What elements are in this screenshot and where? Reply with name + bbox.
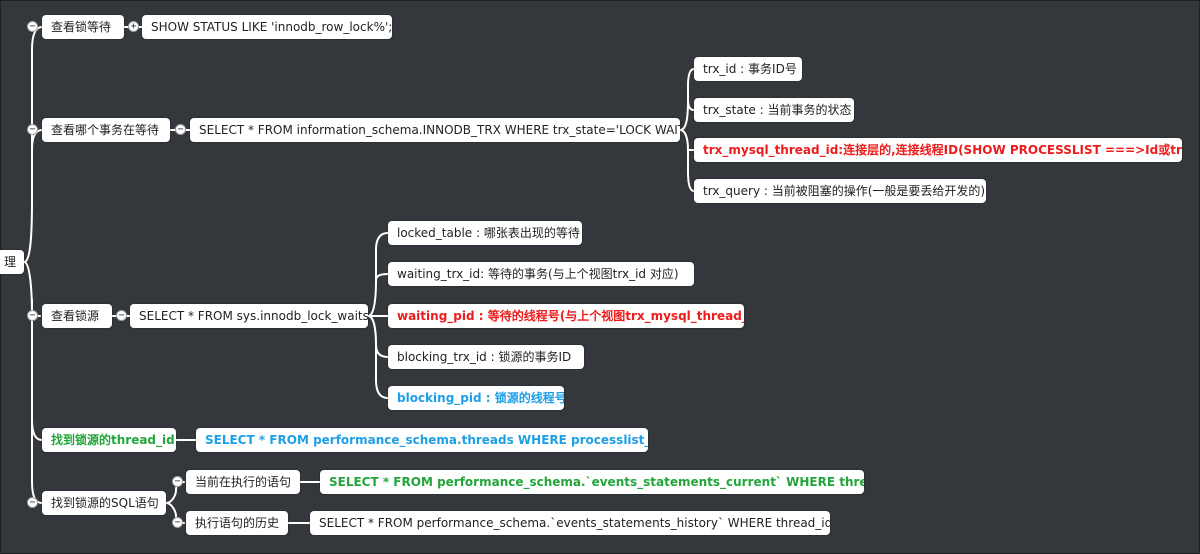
sql-statement-history[interactable]: 执行语句的历史 xyxy=(186,511,288,535)
collapse-trx-wait-command-toggle[interactable]: − xyxy=(175,124,186,135)
thread-id-command-text: SELECT * FROM performance_schema.threads… xyxy=(205,433,648,447)
lock-source-command-text: SELECT * FROM sys.innodb_lock_waits; xyxy=(139,309,368,323)
trx-field-trx-query-text: trx_query : 当前被阻塞的操作(一般是要丢给开发的) xyxy=(703,184,986,198)
sql-statement-history-label: 执行语句的历史 xyxy=(195,516,280,530)
src-field-blocking-pid[interactable]: blocking_pid : 锁源的线程号 xyxy=(388,386,564,410)
src-field-blocking-trx-id-text: blocking_trx_id : 锁源的事务ID xyxy=(397,350,572,364)
sql-current-command-text: SELECT * FROM performance_schema.`events… xyxy=(329,475,864,489)
collapse-sql-current-toggle[interactable]: − xyxy=(172,476,183,487)
sql-history-command-text: SELECT * FROM performance_schema.`events… xyxy=(319,516,830,530)
root-label: 理 xyxy=(4,255,17,269)
src-field-waiting-trx-id-text: waiting_trx_id: 等待的事务(与上个视图trx_id 对应) xyxy=(397,267,679,281)
branch-trx-wait-label: 查看哪个事务在等待 xyxy=(51,123,160,137)
connector-src-field-2 xyxy=(375,273,389,281)
lock-source-command[interactable]: SELECT * FROM sys.innodb_lock_waits; xyxy=(130,304,368,328)
src-field-waiting-pid-text: waiting_pid : 等待的线程号(与上个视图trx_mysql_thre… xyxy=(397,309,744,323)
sql-history-command[interactable]: SELECT * FROM performance_schema.`events… xyxy=(310,511,830,535)
lock-wait-command[interactable]: SHOW STATUS LIKE 'innodb_row_lock%'; xyxy=(142,15,392,39)
branch-sql-label: 找到锁源的SQL语句 xyxy=(51,496,159,510)
trx-field-trx-id-text: trx_id : 事务ID号 xyxy=(703,62,797,76)
connector-trx-field-4 xyxy=(687,149,695,192)
trx-field-trx-state-text: trx_state : 当前事务的状态 xyxy=(703,103,852,117)
src-field-waiting-trx-id[interactable]: waiting_trx_id: 等待的事务(与上个视图trx_id 对应) xyxy=(388,262,694,286)
collapse-trx-wait-toggle[interactable]: − xyxy=(27,124,38,135)
branch-trx-wait[interactable]: 查看哪个事务在等待 xyxy=(42,118,170,142)
collapse-lock-source-command-toggle[interactable]: − xyxy=(116,310,127,321)
branch-thread-id[interactable]: 找到锁源的thread_id xyxy=(42,428,176,452)
collapse-sql-toggle[interactable]: − xyxy=(27,497,38,508)
expand-lock-wait-command-toggle[interactable]: + xyxy=(128,21,139,32)
branch-thread-id-label: 找到锁源的thread_id xyxy=(51,433,175,447)
branch-sql[interactable]: 找到锁源的SQL语句 xyxy=(42,491,166,515)
trx-wait-command-text: SELECT * FROM information_schema.INNODB_… xyxy=(199,123,680,137)
src-field-locked-table[interactable]: locked_table : 哪张表出现的等待 xyxy=(388,221,582,245)
collapse-lock-wait-toggle[interactable]: − xyxy=(27,21,38,32)
src-field-blocking-trx-id[interactable]: blocking_trx_id : 锁源的事务ID xyxy=(388,345,584,369)
connector-trx-field-3 xyxy=(679,129,695,152)
connector-root-trxwait xyxy=(31,129,43,201)
connector-root-threadid xyxy=(31,299,43,441)
lock-wait-command-text: SHOW STATUS LIKE 'innodb_row_lock%'; xyxy=(151,20,392,34)
connector-root-sql xyxy=(31,419,43,504)
branch-lock-wait-label: 查看锁等待 xyxy=(51,20,112,34)
trx-wait-command[interactable]: SELECT * FROM information_schema.INNODB_… xyxy=(190,118,680,142)
src-field-blocking-pid-text: blocking_pid : 锁源的线程号 xyxy=(397,391,564,405)
root-topic[interactable]: 理 xyxy=(0,250,24,274)
connector-src-field-4 xyxy=(367,315,389,358)
trx-field-trx-id[interactable]: trx_id : 事务ID号 xyxy=(694,57,802,81)
trx-field-trx-query[interactable]: trx_query : 当前被阻塞的操作(一般是要丢给开发的) xyxy=(694,179,986,203)
collapse-lock-source-toggle[interactable]: − xyxy=(27,310,38,321)
thread-id-command[interactable]: SELECT * FROM performance_schema.threads… xyxy=(196,428,648,452)
branch-lock-source[interactable]: 查看锁源 xyxy=(42,304,112,328)
connector-src-field-5 xyxy=(375,344,389,399)
sql-current-statement-label: 当前在执行的语句 xyxy=(195,475,292,489)
connector-trx-field-1 xyxy=(679,68,695,131)
src-field-waiting-pid[interactable]: waiting_pid : 等待的线程号(与上个视图trx_mysql_thre… xyxy=(388,304,744,328)
connector-src-field-1 xyxy=(367,232,389,317)
collapse-sql-history-toggle[interactable]: − xyxy=(172,517,183,528)
branch-lock-wait[interactable]: 查看锁等待 xyxy=(42,15,124,39)
sql-current-command[interactable]: SELECT * FROM performance_schema.`events… xyxy=(320,470,864,494)
trx-field-trx-mysql-thread-id-text: trx_mysql_thread_id:连接层的,连接线程ID(SHOW PRO… xyxy=(703,143,1182,157)
connector-trx-field-2 xyxy=(687,99,695,111)
trx-field-trx-state[interactable]: trx_state : 当前事务的状态 xyxy=(694,98,854,122)
src-field-locked-table-text: locked_table : 哪张表出现的等待 xyxy=(397,226,580,240)
branch-lock-source-label: 查看锁源 xyxy=(51,309,100,323)
sql-current-statement[interactable]: 当前在执行的语句 xyxy=(186,470,300,494)
trx-field-trx-mysql-thread-id[interactable]: trx_mysql_thread_id:连接层的,连接线程ID(SHOW PRO… xyxy=(694,138,1182,162)
